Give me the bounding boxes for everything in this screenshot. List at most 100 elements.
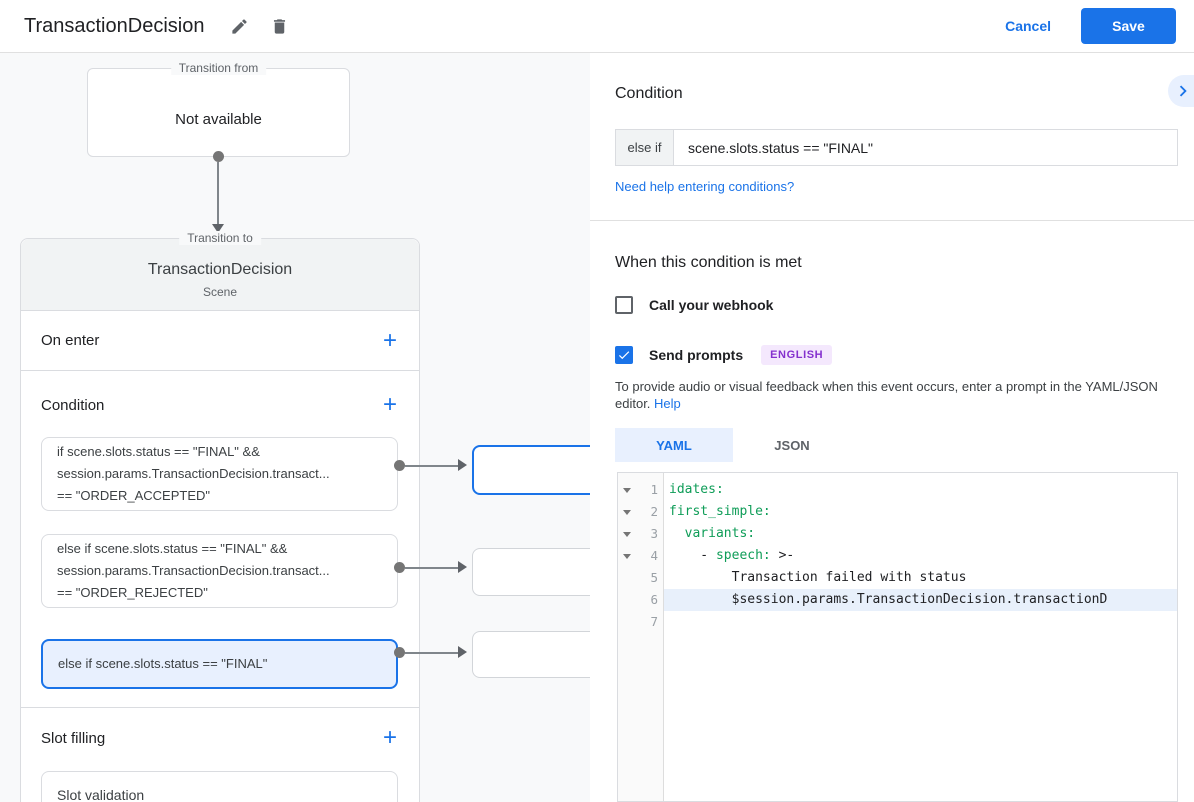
top-bar: TransactionDecision Cancel Save [0,0,1194,53]
transition-from-value: Not available [175,111,262,128]
slot-validation-card[interactable]: Slot validation [41,771,398,802]
condition-expression-text: session.params.TransactionDecision.trans… [57,466,330,481]
fold-toggle-icon[interactable] [618,523,636,545]
code-line[interactable]: 5 Transaction failed with status [618,567,1177,589]
route-target-box[interactable] [472,548,590,596]
add-slot-button[interactable]: + [382,724,397,751]
condition-section-label: Condition [41,396,105,414]
condition-expression-text: else if scene.slots.status == "FINAL" [58,656,268,671]
fold-spacer [618,611,636,633]
webhook-row: Call your webhook [615,296,1178,314]
condition-card-1[interactable]: if scene.slots.status == "FINAL" && sessi… [41,437,398,511]
prompt-hint-body: To provide audio or visual feedback when… [615,379,1158,411]
connector-dot [394,647,405,658]
code-text: $session.params.TransactionDecision.tran… [664,589,1177,611]
fold-spacer [618,589,636,611]
code-text: Transaction failed with status [669,570,967,585]
editor-gutter [618,473,664,801]
slot-filling-section: Slot filling + Slot validation [21,707,419,802]
code-line[interactable]: 1 idates: [618,479,1177,501]
condition-expression-text: else if scene.slots.status == "FINAL" && [57,541,288,556]
code-text [664,611,1177,633]
condition-expression-row: else if [615,129,1178,166]
condition-card-2[interactable]: else if scene.slots.status == "FINAL" &&… [41,534,398,608]
code-line[interactable]: 2 first_simple: [618,501,1177,523]
route-target-box[interactable] [472,631,590,678]
code-text: variants: [684,526,756,541]
save-button[interactable]: Save [1081,8,1176,44]
code-line[interactable]: 7 [618,611,1177,633]
slot-filling-label: Slot filling [41,729,106,747]
tab-yaml[interactable]: YAML [615,428,733,462]
collapse-panel-button[interactable] [1168,75,1194,107]
condition-card-3[interactable]: else if scene.slots.status == "FINAL" [41,639,398,689]
code-line[interactable]: 4 - speech: >- [618,545,1177,567]
fold-toggle-icon[interactable] [618,501,636,523]
route-arrowhead-icon [458,561,467,573]
send-prompts-label: Send prompts [649,347,744,363]
page-title: TransactionDecision [24,14,205,37]
add-on-enter-button[interactable]: + [382,326,397,354]
route-line [405,465,458,467]
condition-expression-text: session.params.TransactionDecision.trans… [57,563,330,578]
delete-icon[interactable] [266,13,292,39]
prompt-hint-text: To provide audio or visual feedback when… [615,378,1178,412]
language-badge: ENGLISH [761,345,833,365]
call-webhook-checkbox[interactable] [615,296,633,314]
transition-arrowhead-icon [212,224,224,233]
when-condition-met-heading: When this condition is met [615,254,802,271]
cancel-button[interactable]: Cancel [1005,18,1051,34]
code-text: first_simple: [669,504,771,519]
condition-section: Condition + if scene.slots.status == "FI… [21,371,419,689]
line-number: 5 [650,570,658,585]
checkmark-icon [618,351,630,360]
scene-flow-canvas: Transition from Not available Transition… [0,53,590,802]
code-text: - speech: >- [669,548,795,563]
on-enter-label: On enter [41,332,100,349]
route-arrowhead-icon [458,459,467,471]
scene-card-header[interactable]: TransactionDecision Scene [21,239,419,311]
condition-expression-input[interactable] [674,130,1177,165]
condition-expression-text: == "ORDER_REJECTED" [57,585,208,600]
connector-dot [394,562,405,573]
condition-detail-panel: Condition else if Need help entering con… [590,53,1194,802]
route-target-box[interactable] [472,445,590,495]
prompt-help-link[interactable]: Help [654,396,681,411]
send-prompts-row: Send prompts ENGLISH [615,345,1178,365]
tab-json[interactable]: JSON [733,428,851,462]
fold-toggle-icon[interactable] [618,479,636,501]
chevron-right-icon [1179,85,1187,97]
line-number: 7 [650,614,658,629]
code-line[interactable]: 3 variants: [618,523,1177,545]
conditions-help-link[interactable]: Need help entering conditions? [615,179,795,194]
line-number: 3 [650,526,658,541]
code-text: idates: [669,482,724,497]
fold-spacer [618,567,636,589]
fold-toggle-icon[interactable] [618,545,636,567]
route-line [405,567,458,569]
code-line[interactable]: 6 $session.params.TransactionDecision.tr… [618,589,1177,611]
condition-expression-text: == "ORDER_ACCEPTED" [57,488,210,503]
line-number: 1 [650,482,658,497]
condition-expression-text: if scene.slots.status == "FINAL" && [57,444,260,459]
line-number: 2 [650,504,658,519]
transition-arrow-line [217,162,219,224]
on-enter-row[interactable]: On enter + [21,311,419,371]
connector-dot [394,460,405,471]
send-prompts-checkbox[interactable] [615,346,633,364]
transition-from-box[interactable]: Transition from Not available [87,61,350,157]
transition-to-legend: Transition to [179,231,261,245]
else-if-prefix: else if [616,130,674,165]
line-number: 4 [650,548,658,563]
call-webhook-label: Call your webhook [649,297,774,313]
connector-dot [213,151,224,162]
scene-name: TransactionDecision [147,261,293,278]
transition-to-card: Transition to TransactionDecision Scene … [20,231,420,802]
add-condition-button[interactable]: + [382,391,397,418]
line-number: 6 [650,592,658,607]
edit-icon[interactable] [226,13,252,39]
route-line [405,652,458,654]
slot-validation-label: Slot validation [57,787,145,802]
